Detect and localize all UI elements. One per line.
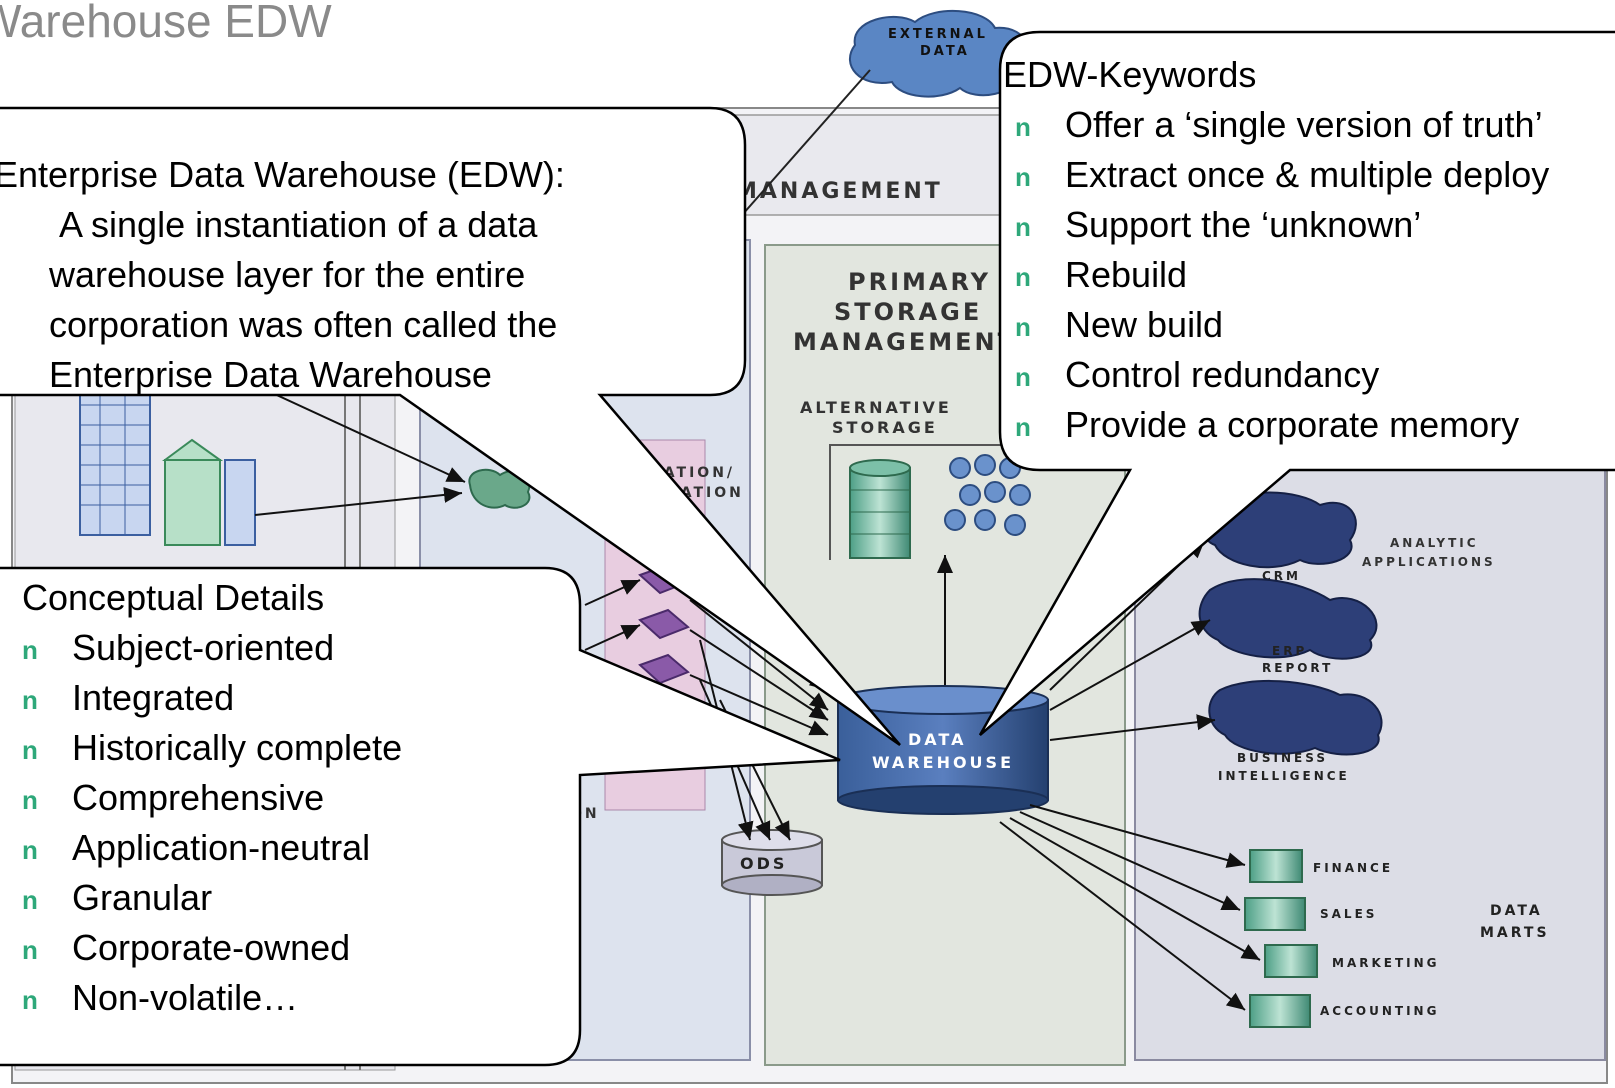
data-marts-label-1: DATA <box>1490 903 1543 919</box>
callout-edw-bubble <box>0 106 901 747</box>
slide-title: Warehouse EDW <box>0 0 332 47</box>
primary-storage-label-1: PRIMARY <box>848 268 991 296</box>
analytics-panel <box>1134 469 1606 1061</box>
callout-edw: Enterprise Data Warehouse (EDW): A singl… <box>0 150 565 400</box>
callout-conceptual-heading: Conceptual Details <box>22 577 325 618</box>
svg-text:EXTERNAL: EXTERNAL <box>888 27 988 42</box>
callout-edw-heading: Enterprise Data Warehouse (EDW): <box>0 154 565 195</box>
callout-edw-line-3: corporation was often called the <box>49 304 558 345</box>
analytic-label-1: ANALYTIC <box>1390 536 1479 550</box>
svg-text:ACCOUNTING: ACCOUNTING <box>1320 1004 1439 1018</box>
staging-cloud-icon <box>468 468 531 509</box>
svg-text:WAREHOUSE: WAREHOUSE <box>872 753 1014 772</box>
callout-keywords-bubble <box>978 30 1615 736</box>
ods-cylinder: ODS <box>721 829 823 896</box>
svg-text:DATA: DATA <box>908 730 966 749</box>
primary-storage-label-3: MANAGEMENT <box>793 328 1017 356</box>
data-marts-label-2: MARTS <box>1480 925 1550 941</box>
erp-blob-icon: ERP REPORT <box>1198 578 1378 675</box>
svg-text:FINANCE: FINANCE <box>1313 861 1393 875</box>
data-mart-finance: FINANCE <box>1249 849 1393 883</box>
data-mart-accounting: ACCOUNTING <box>1249 994 1439 1028</box>
svg-text:INTELLIGENCE: INTELLIGENCE <box>1218 769 1350 783</box>
callout-edw-line-2: warehouse layer for the entire <box>49 254 526 295</box>
callout-conceptual-bubble <box>0 566 841 1067</box>
svg-text:ODS: ODS <box>740 854 787 873</box>
storage-disks-icon <box>944 454 1031 536</box>
data-mart-sales: SALES <box>1244 897 1377 931</box>
svg-text:ERP: ERP <box>1272 644 1307 658</box>
mart-flow-arrows <box>999 804 1261 1011</box>
external-data-cloud: EXTERNAL DATA <box>849 10 1030 98</box>
callout-edw-line-4: Enterprise Data Warehouse <box>49 354 492 395</box>
callout-edw-line-1: A single instantiation of a data <box>59 204 538 245</box>
business-intelligence-blob-icon: BUSINESS INTELLIGENCE <box>1208 679 1383 783</box>
svg-text:MARKETING: MARKETING <box>1332 956 1440 970</box>
alternative-storage-label-1: ALTERNATIVE <box>800 398 952 417</box>
svg-text:REPORT: REPORT <box>1262 661 1333 675</box>
svg-text:SALES: SALES <box>1320 907 1377 921</box>
svg-text:BUSINESS: BUSINESS <box>1237 751 1328 765</box>
callout-keywords-heading: EDW-Keywords <box>1003 54 1257 95</box>
primary-storage-label-2: STORAGE <box>834 298 982 326</box>
source-buildings-icon <box>79 384 256 546</box>
management-label: MANAGEMENT <box>735 179 943 204</box>
alternative-storage-label-2: STORAGE <box>832 418 938 437</box>
analytic-label-2: APPLICATIONS <box>1362 555 1496 569</box>
data-mart-marketing: MARKETING <box>1264 944 1440 978</box>
svg-text:DATA: DATA <box>920 44 970 59</box>
alternative-storage-cylinder-icon <box>849 459 911 559</box>
